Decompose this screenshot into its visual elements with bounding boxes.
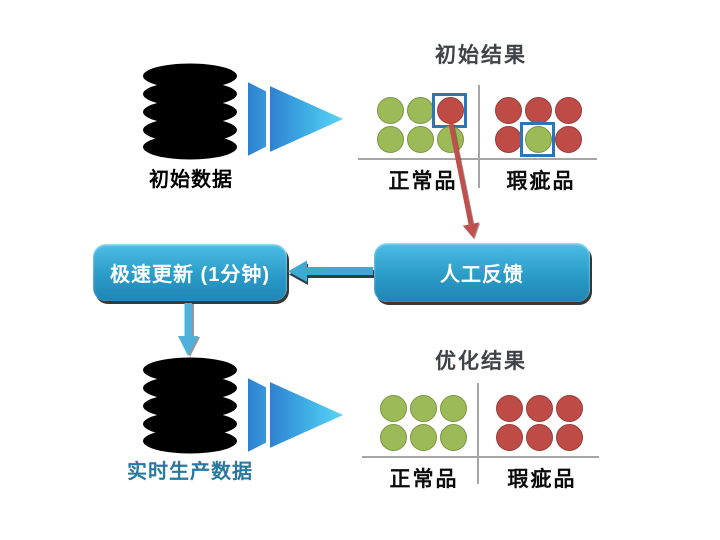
initial-horizontal-axis bbox=[358, 158, 597, 160]
optimized-horizontal-axis bbox=[362, 456, 599, 458]
double-play-arrow-icon bbox=[244, 77, 350, 161]
initial-results-title: 初始结果 bbox=[435, 44, 527, 67]
update-to-database-arrow bbox=[178, 303, 198, 356]
green-item-dot bbox=[408, 394, 438, 423]
green-item-dot bbox=[378, 394, 408, 423]
green-item-dot bbox=[438, 394, 468, 423]
red-item-dot bbox=[494, 394, 524, 423]
feedback-to-update-arrow bbox=[288, 260, 373, 282]
green-item-dot bbox=[405, 125, 435, 154]
green-item-dot bbox=[375, 96, 405, 125]
optimized-normal-grid bbox=[378, 394, 468, 452]
rapid-update-button: 极速更新 (1分钟) bbox=[93, 244, 287, 301]
red-item-dot bbox=[494, 423, 524, 452]
database-icon bbox=[143, 357, 237, 454]
human-feedback-button: 人工反馈 bbox=[374, 243, 590, 302]
optimized-vertical-divider bbox=[477, 383, 479, 484]
initial-data-label: 初始数据 bbox=[149, 169, 233, 191]
production-data-label: 实时生产数据 bbox=[127, 461, 253, 483]
green-item-dot bbox=[438, 423, 468, 452]
optimized-results-title: 优化结果 bbox=[435, 350, 527, 373]
green-item-dot bbox=[408, 423, 438, 452]
green-item-dot bbox=[375, 125, 405, 154]
double-play-arrow-icon bbox=[244, 373, 350, 457]
optimized-defect-grid bbox=[494, 394, 584, 452]
red-item-dot bbox=[493, 125, 523, 154]
database-icon bbox=[143, 63, 237, 160]
red-item-dot bbox=[524, 394, 554, 423]
red-item-dot bbox=[553, 96, 583, 125]
red-item-dot bbox=[524, 423, 554, 452]
green-item-dot-highlighted bbox=[520, 122, 555, 157]
optimized-defect-label: 瑕疵品 bbox=[507, 468, 577, 491]
initial-defect-label: 瑕疵品 bbox=[506, 170, 576, 193]
initial-vertical-divider bbox=[478, 85, 480, 188]
green-item-dot bbox=[435, 125, 465, 154]
red-item-dot bbox=[554, 423, 584, 452]
red-item-dot bbox=[493, 96, 523, 125]
initial-normal-label: 正常品 bbox=[388, 170, 458, 193]
initial-defect-grid bbox=[493, 96, 583, 157]
red-item-dot-highlighted bbox=[432, 93, 467, 128]
optimized-normal-label: 正常品 bbox=[389, 468, 459, 491]
initial-normal-grid bbox=[375, 93, 467, 154]
green-item-dot bbox=[378, 423, 408, 452]
red-item-dot bbox=[554, 394, 584, 423]
red-item-dot bbox=[553, 125, 583, 154]
red-item-dot bbox=[523, 96, 553, 125]
green-item-dot bbox=[405, 96, 435, 125]
